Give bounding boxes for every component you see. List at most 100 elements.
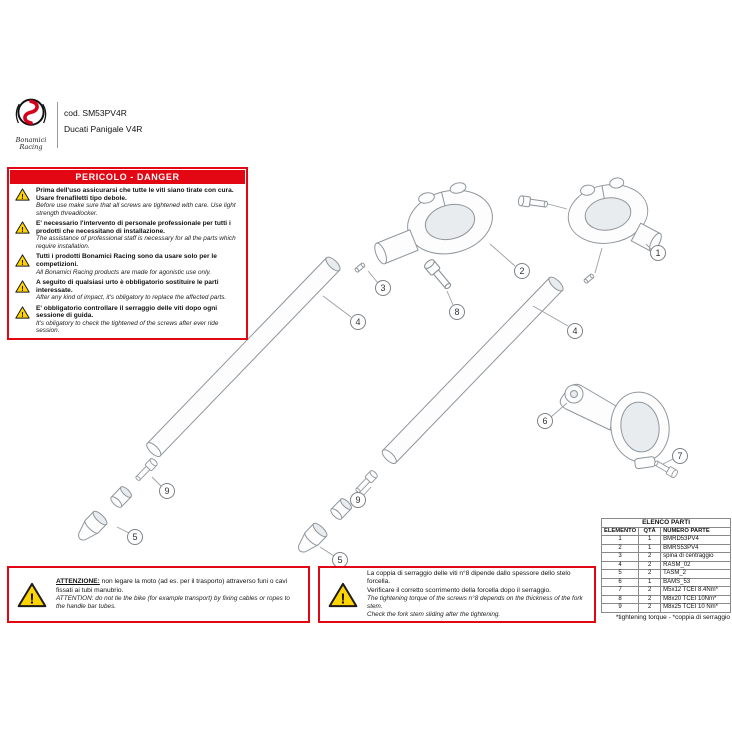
- svg-text:2: 2: [519, 266, 524, 276]
- brand-name: Bonamici Racing: [8, 136, 54, 152]
- callout-1: 1: [650, 245, 666, 261]
- header-divider: [57, 102, 58, 148]
- svg-text:4: 4: [355, 317, 360, 327]
- svg-text:6: 6: [542, 416, 547, 426]
- spacer-drawing: [330, 498, 352, 520]
- spacer-drawing: [110, 486, 132, 508]
- note-text-it2: Verificare il corretto scorrimento della…: [367, 586, 551, 594]
- danger-title: PERICOLO - DANGER: [10, 170, 245, 184]
- svg-text:!: !: [21, 284, 23, 293]
- col-header-elemento: ELEMENTO: [600, 527, 640, 537]
- svg-text:4: 4: [572, 326, 577, 336]
- callout-4b: 4: [567, 323, 583, 339]
- callout-6: 6: [537, 413, 553, 429]
- svg-text:5: 5: [337, 555, 342, 565]
- svg-text:!: !: [21, 225, 23, 234]
- svg-text:!: !: [21, 309, 23, 318]
- col-header-part-number: NUMERO PARTE: [660, 527, 732, 537]
- warning-text-it: E' necessario l'intervento di personale …: [36, 220, 231, 235]
- callout-8: 8: [449, 304, 465, 320]
- svg-text:9: 9: [164, 486, 169, 496]
- callout-3: 3: [375, 280, 391, 296]
- svg-text:!: !: [21, 258, 23, 267]
- danger-warning-item: ! E' obbligatorio controllare il serragg…: [10, 302, 245, 335]
- callout-4: 4: [350, 314, 366, 330]
- note-text-en2: Check the fork stem sliding after the ti…: [367, 610, 501, 618]
- bike-model: Ducati Panigale V4R: [64, 124, 143, 134]
- svg-text:1: 1: [655, 248, 660, 258]
- torque-footnote: *tightening torque - *coppia di serraggi…: [615, 614, 730, 621]
- svg-text:5: 5: [132, 532, 137, 542]
- warning-text-it: A seguito di qualsiasi urto è obbligator…: [36, 278, 219, 294]
- warning-icon: !: [15, 221, 30, 234]
- warning-text-en: Before use make sure that all screws are…: [36, 202, 236, 217]
- svg-text:8: 8: [454, 307, 459, 317]
- note-text-en: ATTENTION: do not tie the bike (for exam…: [56, 594, 290, 610]
- danger-warning-item: ! Prima dell'uso assicurarsi che tutte l…: [10, 184, 245, 217]
- parts-table: ELENCO PARTI ELEMENTO QTÀ NUMERO PARTE 1…: [600, 517, 732, 613]
- right-clipon-drawing: [567, 177, 662, 252]
- centering-pin-drawing: [583, 273, 595, 284]
- brand-name-line1: Bonamici: [15, 136, 47, 144]
- warning-text-en: After any kind of impact, it's obligator…: [36, 294, 227, 302]
- bracket-screw-drawing: [654, 460, 678, 479]
- note-text-it1: La coppia di serraggio delle viti n°8 di…: [367, 570, 571, 586]
- svg-text:!: !: [341, 591, 346, 607]
- svg-text:!: !: [21, 192, 23, 201]
- svg-text:9: 9: [355, 495, 360, 505]
- barend-screw-drawing: [135, 458, 158, 481]
- transport-warning-box: ! ATTENZIONE: non legare la moto (ad es.…: [7, 566, 310, 623]
- torque-warning-box: ! La coppia di serraggio delle viti n°8 …: [318, 566, 596, 623]
- callout-2: 2: [514, 263, 530, 279]
- note-text-it: ATTENZIONE: non legare la moto (ad es. p…: [56, 578, 288, 594]
- svg-text:7: 7: [677, 451, 682, 461]
- barend-weight-drawing: [298, 522, 328, 553]
- handlebar-tube-drawing: [381, 276, 564, 465]
- warning-icon: !: [15, 254, 30, 267]
- warning-icon: !: [328, 582, 358, 607]
- brand-name-line2: Racing: [19, 143, 43, 152]
- danger-warning-item: ! A seguito di qualsiasi urto è obbligat…: [10, 276, 245, 302]
- clamp-screw-drawing: [517, 195, 548, 208]
- callout-5: 5: [127, 529, 143, 545]
- warning-text-en: All Bonamici Racing products are made fo…: [36, 268, 211, 276]
- left-clipon-drawing: [374, 182, 493, 265]
- product-code: cod. SM53PV4R: [64, 108, 127, 118]
- warning-icon: !: [15, 306, 30, 318]
- warning-text-it: E' obbligatorio controllare il serraggio…: [36, 304, 218, 320]
- danger-warning-item: ! Tutti i prodotti Bonamici Racing sono …: [10, 250, 245, 276]
- warning-text-en: It's obligatory to check the tightened o…: [36, 319, 219, 335]
- svg-text:3: 3: [380, 283, 385, 293]
- parts-table-title-row: ELENCO PARTI: [600, 517, 732, 529]
- parts-table-header-row: ELEMENTO QTÀ NUMERO PARTE: [600, 527, 732, 537]
- callout-9: 9: [159, 483, 175, 499]
- warning-icon: !: [17, 582, 47, 607]
- barend-weight-drawing: [78, 510, 108, 541]
- danger-warning-item: ! E' necessario l'intervento di personal…: [10, 217, 245, 250]
- clamp-screw-drawing: [423, 259, 452, 290]
- callout-7: 7: [672, 448, 688, 464]
- barend-screw-drawing: [355, 470, 378, 493]
- danger-box: PERICOLO - DANGER ! Prima dell'uso assic…: [7, 167, 248, 340]
- warning-text-en: The assistance of professional staff is …: [36, 235, 236, 250]
- warning-icon: !: [15, 280, 30, 293]
- attenzione-label: ATTENZIONE:: [56, 578, 100, 586]
- svg-text:!: !: [30, 591, 35, 607]
- parts-table-title: ELENCO PARTI: [600, 517, 732, 529]
- brand-block: Bonamici Racing: [8, 96, 54, 152]
- callout-9b: 9: [350, 492, 366, 508]
- warning-text-it: Tutti i prodotti Bonamici Racing sono da…: [36, 253, 217, 268]
- bonamici-logo-icon: [15, 98, 47, 126]
- note-text-en1: The tightening torque of the screws n°8 …: [367, 594, 583, 610]
